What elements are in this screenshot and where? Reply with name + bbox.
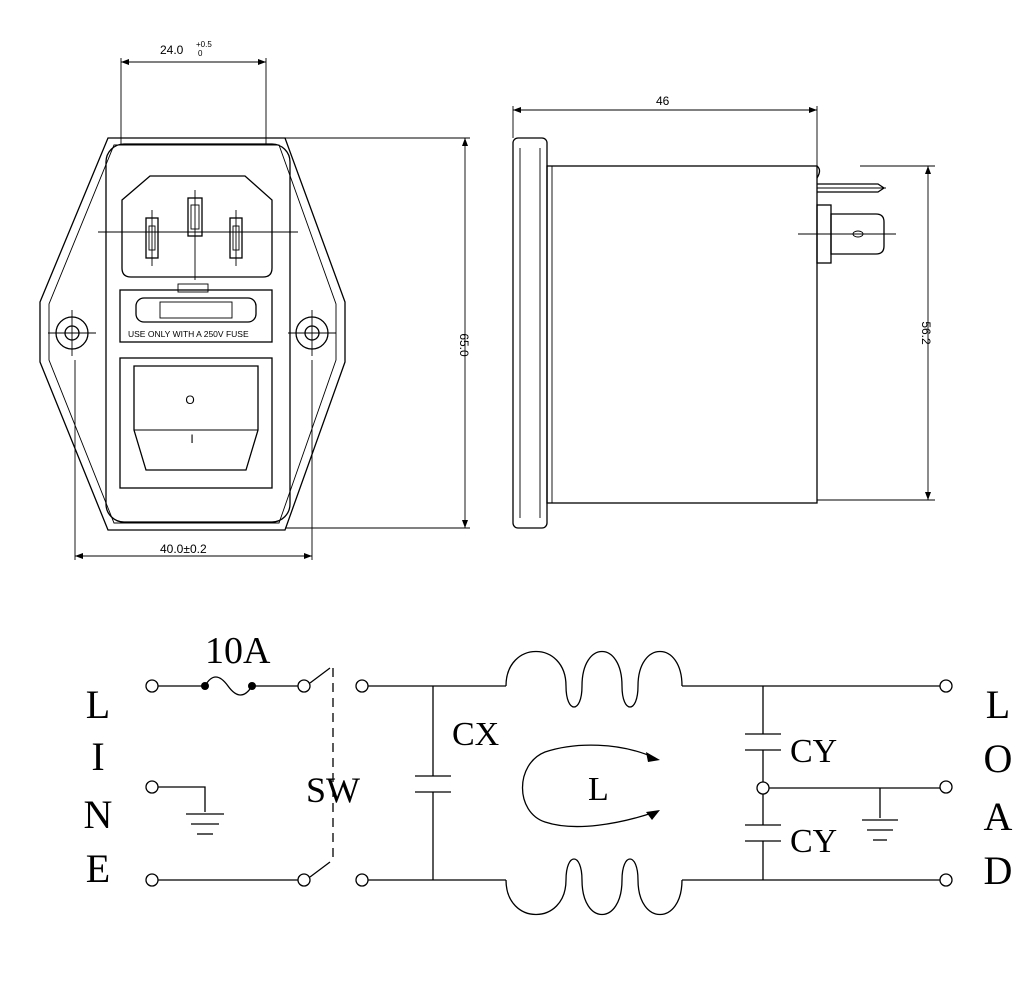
choke-coil-bottom — [505, 858, 683, 916]
iec-inlet — [121, 175, 273, 278]
body-edge — [816, 165, 821, 179]
earth-symbol-in — [186, 813, 224, 835]
dim-width-top-value: 24.0 — [160, 43, 184, 57]
line-letter-1: L — [86, 682, 110, 727]
inlet-pin-center — [187, 197, 203, 237]
load-letter-1: L — [986, 682, 1010, 727]
dim-height: 65.0 — [285, 137, 471, 529]
switch-blade-bottom — [309, 861, 331, 878]
line-letter-2: I — [91, 734, 104, 779]
rocker-switch — [133, 365, 259, 471]
side-flange — [512, 137, 548, 529]
front-view: USE ONLY WITH A 250V FUSE O I 24.0 +0.5 … — [39, 40, 471, 560]
cy-capacitor-bottom — [745, 794, 781, 880]
cx-label: CX — [452, 716, 499, 753]
schematic: L I N E L O A D 10A SW — [84, 630, 1013, 916]
load-letter-3: A — [984, 794, 1013, 839]
switch-label: SW — [306, 770, 360, 810]
terminal-line-out — [939, 679, 953, 693]
cy-bottom-label: CY — [790, 823, 837, 860]
dim-width-bottom: 40.0±0.2 — [74, 360, 313, 560]
dim-body-height: 56.2 — [817, 165, 935, 501]
earth-symbol-out — [862, 819, 898, 841]
dim-width-top-tol-upper: +0.5 — [196, 40, 212, 49]
dim-width-top-tol-lower: 0 — [198, 49, 203, 58]
fuse-drawer — [119, 289, 273, 343]
dim-width-bottom-value: 40.0±0.2 — [160, 542, 207, 556]
fuse-tab — [177, 283, 209, 293]
cx-capacitor — [415, 686, 451, 880]
cy-capacitor-top — [745, 686, 781, 782]
side-body — [546, 165, 818, 504]
terminal-neutral-out — [939, 873, 953, 887]
switch-on-mark: I — [190, 432, 193, 446]
fuse-warning-text: USE ONLY WITH A 250V FUSE — [128, 329, 249, 339]
terminal-blade — [830, 213, 885, 255]
mounting-hole-right — [288, 310, 336, 356]
side-view: 46 56.2 — [512, 94, 935, 529]
fuse-holder — [135, 297, 257, 323]
inlet-pin-left — [145, 210, 159, 266]
switch-off-mark: O — [185, 393, 194, 407]
line-letter-3: N — [84, 792, 113, 837]
switch-blade-top — [309, 667, 331, 684]
terminal-earth-in — [145, 780, 159, 794]
line-letter-4: E — [86, 846, 110, 891]
fuse-window — [159, 301, 233, 319]
inlet-pin-right — [229, 210, 243, 266]
mounting-hole-left — [48, 310, 96, 356]
load-letter-4: D — [984, 848, 1013, 893]
terminal-line-in — [145, 679, 159, 693]
flux-arrow — [522, 744, 656, 828]
terminal-neutral-in — [145, 873, 159, 887]
cy-top-label: CY — [790, 733, 837, 770]
dim-depth: 46 — [512, 94, 818, 166]
choke-coil-top — [505, 650, 683, 708]
flange-inner — [48, 144, 337, 524]
terminal-earth-out — [939, 780, 953, 794]
rocker-switch-bezel — [119, 357, 273, 489]
flange-outer — [39, 137, 346, 531]
inductor-label: L — [588, 771, 609, 808]
dim-height-value: 65.0 — [457, 333, 471, 357]
dim-body-height-value: 56.2 — [919, 321, 933, 345]
dim-width-top: 24.0 +0.5 0 — [120, 40, 267, 144]
dim-depth-value: 46 — [656, 94, 670, 108]
load-letter-2: O — [984, 736, 1013, 781]
fuse-rating: 10A — [205, 630, 271, 672]
fuse-symbol — [204, 676, 253, 696]
